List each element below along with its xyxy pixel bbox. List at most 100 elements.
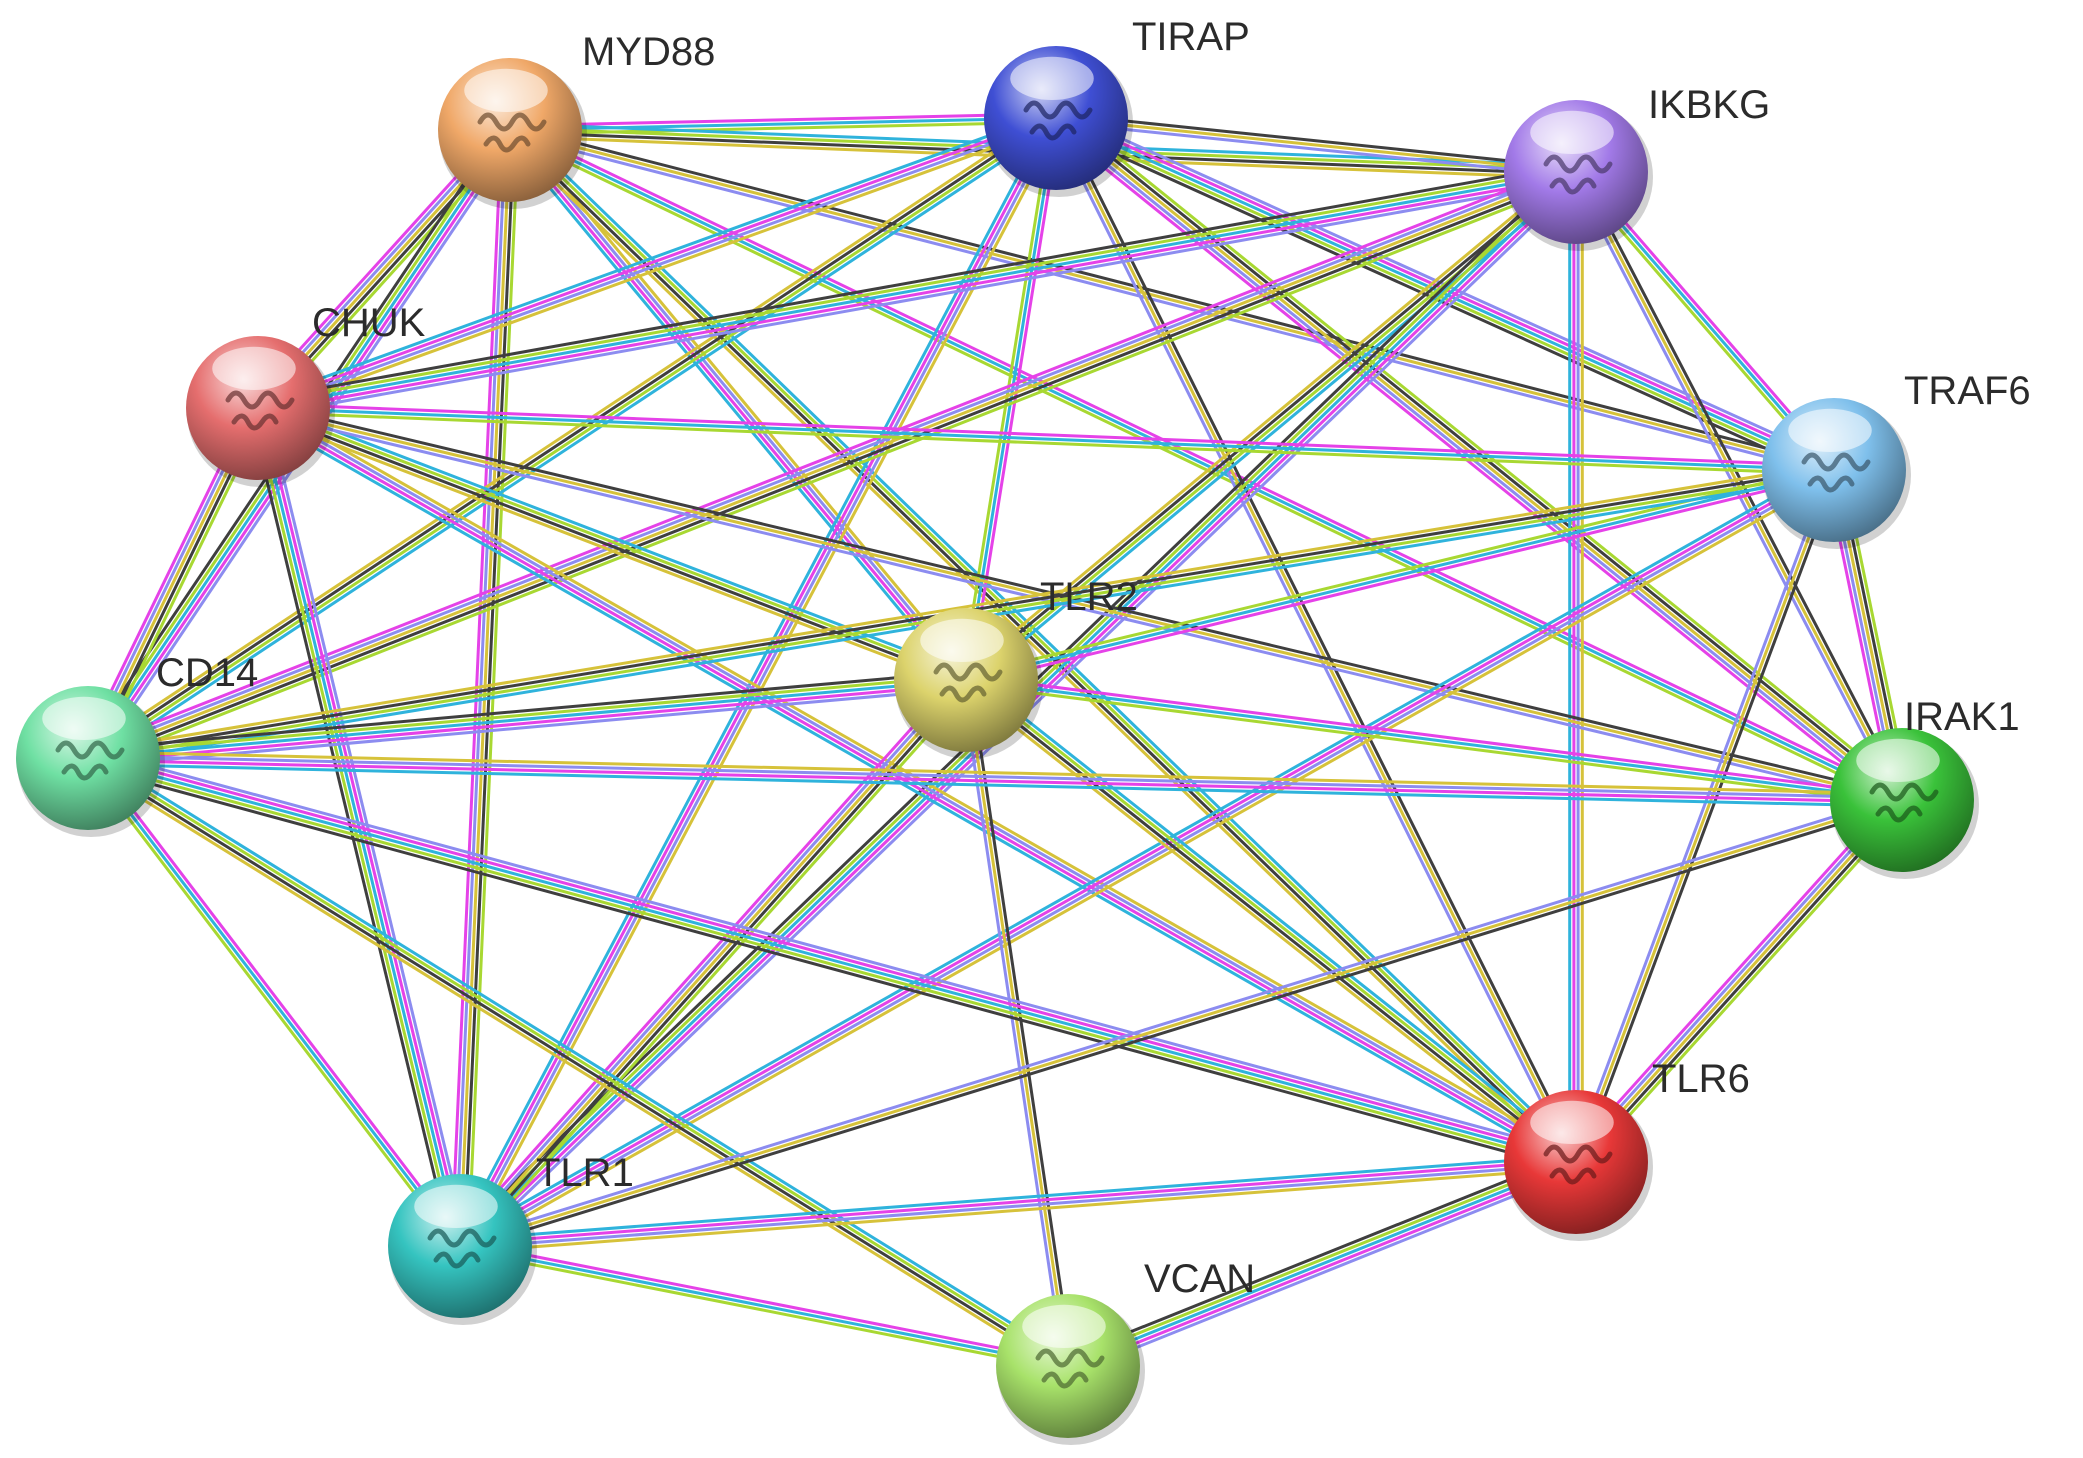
node-label-ikbkg: IKBKG (1648, 83, 1770, 127)
edge-evidence-line (965, 678, 1903, 802)
node-highlight (1530, 1100, 1614, 1144)
edge-tirap-cd14 (83, 111, 1061, 765)
edge-evidence-line (1578, 470, 1840, 1164)
edge-traf6-tlr6 (1570, 468, 1840, 1164)
edge-evidence-line (966, 677, 1579, 1162)
node-label-cd14: CD14 (156, 651, 258, 695)
edge-evidence-line (88, 682, 967, 764)
node-vcan[interactable] (996, 1294, 1145, 1445)
edge-evidence-line (964, 679, 1070, 1367)
node-tlr6[interactable] (1504, 1090, 1653, 1241)
edge-evidence-line (459, 1158, 1576, 1246)
edge-evidence-line (83, 759, 458, 1250)
edge-evidence-line (963, 680, 1576, 1165)
edge-evidence-line (504, 133, 1573, 1168)
edge-tlr6-tlr1 (459, 1154, 1577, 1254)
edge-evidence-line (513, 124, 1582, 1159)
edge-evidence-line (86, 757, 462, 1247)
protein-structure-icon (933, 662, 1003, 703)
edge-ikbkg-tlr6 (1568, 172, 1584, 1162)
node-highlight (1530, 110, 1614, 154)
edge-evidence-line (458, 466, 1834, 1246)
edge-evidence-line (460, 802, 1904, 1252)
node-label-tlr6: TLR6 (1652, 1057, 1750, 1101)
node-highlight (1022, 1304, 1106, 1348)
edge-evidence-line (258, 404, 968, 680)
edge-evidence-line (1056, 112, 1577, 170)
edge-evidence-line (455, 676, 964, 1245)
edge-cd14-irak1 (87, 750, 1903, 808)
edge-evidence-line (85, 166, 1576, 756)
edge-evidence-line (257, 410, 1834, 476)
edge-evidence-line (1574, 469, 1836, 1163)
nodes-layer (16, 46, 1979, 1445)
edge-evidence-line (509, 128, 1903, 802)
protein-structure-icon (1023, 100, 1093, 141)
edge-evidence-line (87, 670, 966, 752)
edge-evidence-line (88, 118, 1058, 762)
edge-evidence-line (254, 412, 1574, 1169)
node-label-irak1: IRAK1 (1904, 695, 2020, 739)
edge-tirap-tlr6 (1050, 115, 1582, 1165)
node-cd14[interactable] (16, 686, 165, 837)
edge-evidence-line (86, 462, 1834, 754)
node-myd88[interactable] (438, 58, 587, 209)
edge-evidence-line (257, 170, 1577, 410)
edge-myd88-tlr2 (503, 125, 973, 685)
node-irak1[interactable] (1830, 728, 1979, 879)
edge-evidence-line (87, 758, 1902, 804)
edge-evidence-line (252, 408, 458, 1248)
edge-evidence-line (1581, 804, 1910, 1169)
edge-evidence-line (1054, 117, 1578, 1163)
node-highlight (920, 618, 1004, 663)
edge-evidence-line (507, 130, 1576, 1165)
edge-evidence-line (88, 752, 1578, 1160)
edge-evidence-line (255, 110, 1055, 404)
edge-tlr2-irak1 (965, 674, 1903, 806)
edge-tirap-chuk (255, 110, 1059, 416)
node-tirap[interactable] (984, 46, 1133, 197)
edge-evidence-line (88, 686, 967, 768)
edge-tlr6-vcan (1064, 1152, 1580, 1376)
edge-evidence-line (87, 678, 967, 760)
edge-evidence-line (257, 406, 1835, 472)
edge-evidence-line (84, 162, 1574, 752)
edge-evidence-line (86, 760, 1576, 1168)
edge-evidence-line (87, 170, 1577, 760)
node-chuk[interactable] (186, 336, 335, 487)
edge-evidence-line (88, 754, 1070, 1366)
protein-structure-icon (1801, 452, 1871, 493)
node-label-chuk: CHUK (312, 301, 426, 345)
edge-evidence-line (966, 674, 1903, 798)
edge-irak1-tlr6 (1568, 793, 1910, 1169)
edge-evidence-line (509, 112, 1056, 128)
edge-evidence-line (1050, 119, 1574, 1165)
node-traf6[interactable] (1762, 398, 1911, 549)
node-tlr1[interactable] (388, 1174, 537, 1325)
edge-evidence-line (1574, 798, 1904, 1164)
edge-chuk-traf6 (257, 402, 1835, 476)
edge-evidence-line (86, 758, 1068, 1370)
node-tlr2[interactable] (894, 608, 1043, 759)
edge-evidence-line (965, 682, 1902, 806)
edge-ikbkg-cd14 (84, 162, 1580, 768)
edge-evidence-line (87, 756, 1577, 1164)
node-ikbkg[interactable] (1504, 100, 1653, 251)
edge-myd88-traf6 (508, 124, 1836, 476)
edge-evidence-line (968, 679, 1074, 1366)
edge-evidence-line (85, 764, 1575, 1172)
edges-layer (79, 108, 1912, 1376)
edge-evidence-line (966, 472, 1836, 686)
edge-tlr2-cd14 (87, 670, 967, 768)
edge-evidence-line (83, 111, 1054, 754)
edge-evidence-line (1067, 1160, 1577, 1368)
protein-structure-icon (225, 390, 295, 431)
edge-irak1-tlr1 (458, 794, 1904, 1252)
edge-evidence-line (88, 174, 1579, 764)
edge-tlr2-vcan (960, 679, 1074, 1367)
edge-evidence-line (88, 750, 1903, 796)
edge-evidence-line (1574, 171, 1904, 801)
node-label-tlr2: TLR2 (1040, 575, 1138, 619)
edge-evidence-line (452, 673, 961, 1242)
edge-evidence-line (508, 132, 1834, 476)
